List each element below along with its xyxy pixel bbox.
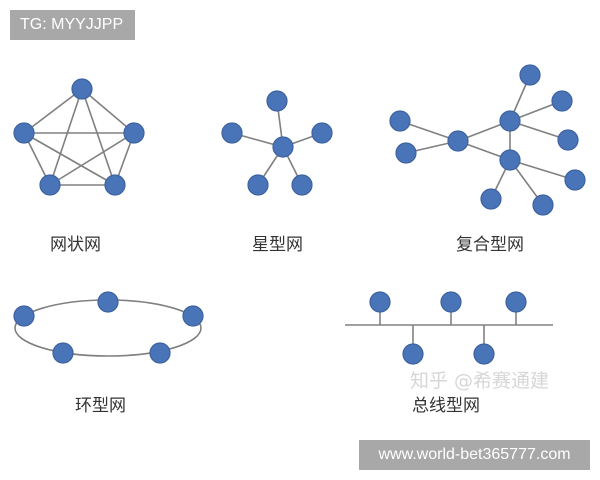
composite-node [480, 188, 502, 210]
bus-node [505, 291, 527, 313]
composite-node [519, 64, 541, 86]
composite-hub-node [499, 110, 521, 132]
composite-node [557, 129, 579, 151]
composite-node [395, 142, 417, 164]
star-node [247, 174, 269, 196]
url-badge[interactable]: www.world-bet365777.com [359, 440, 590, 470]
composite-node [564, 169, 586, 191]
composite-label: 复合型网 [456, 235, 524, 255]
star-node [311, 122, 333, 144]
bus-label: 总线型网 [412, 396, 480, 416]
ring-node [149, 342, 171, 364]
composite-hub-node [447, 130, 469, 152]
star-node [221, 122, 243, 144]
mesh-node [123, 122, 145, 144]
mesh-node [39, 174, 61, 196]
zhihu-watermark: 知乎 @希赛通建 [410, 370, 550, 392]
ring-node [13, 305, 35, 327]
composite-node [389, 110, 411, 132]
star-label: 星型网 [252, 235, 303, 255]
composite-node [551, 90, 573, 112]
mesh-node [104, 174, 126, 196]
composite-topology [389, 64, 586, 216]
bus-node [440, 291, 462, 313]
bus-node [369, 291, 391, 313]
star-hub-node [272, 136, 294, 158]
ring-node [97, 291, 119, 313]
ring-label: 环型网 [75, 396, 126, 416]
ring-node [182, 305, 204, 327]
bus-node [402, 343, 424, 365]
mesh-node [71, 78, 93, 100]
star-node [291, 174, 313, 196]
ring-node [52, 342, 74, 364]
tg-badge: TG: MYYJJPP [10, 10, 135, 40]
star-node [266, 90, 288, 112]
mesh-label: 网状网 [50, 235, 101, 255]
bus-node [473, 343, 495, 365]
bus-topology [345, 291, 553, 365]
composite-node [532, 194, 554, 216]
mesh-node [13, 122, 35, 144]
ring-topology [13, 291, 204, 364]
mesh-topology [13, 78, 145, 196]
star-topology [221, 90, 333, 196]
composite-hub-node [499, 149, 521, 171]
